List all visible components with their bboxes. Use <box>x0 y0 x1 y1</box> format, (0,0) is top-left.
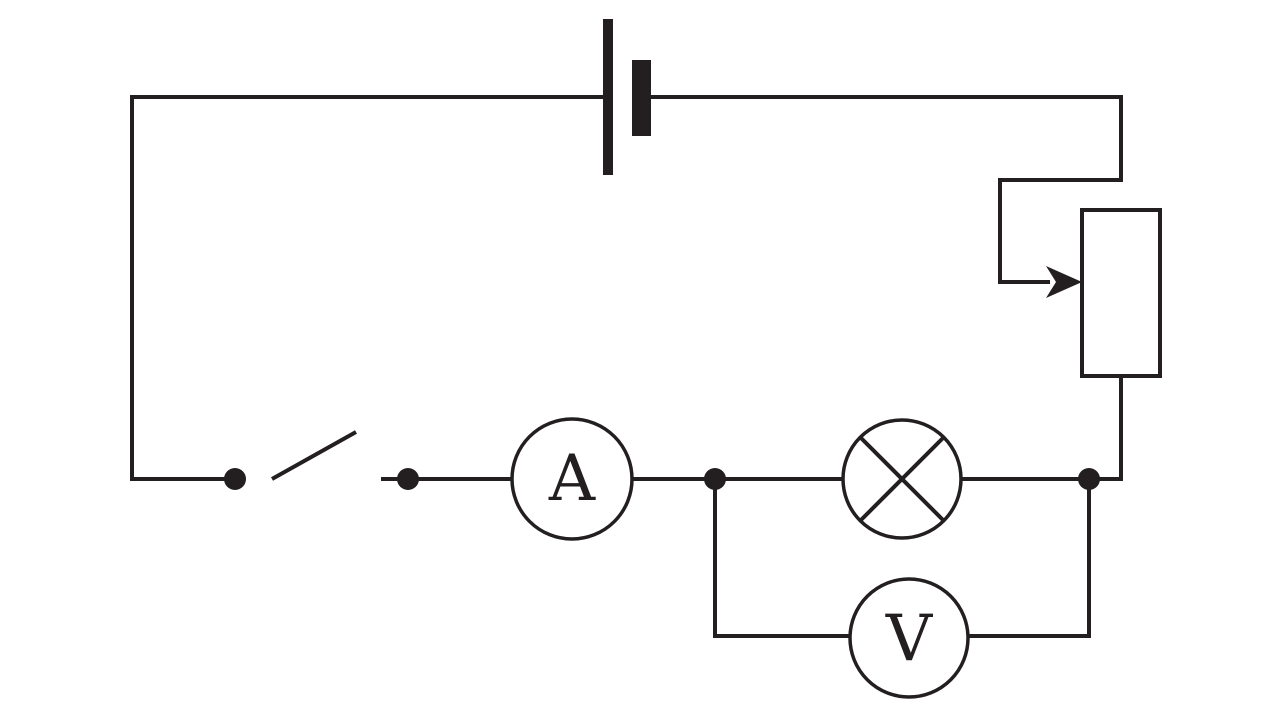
junction-right <box>1078 468 1100 490</box>
ammeter-label: A <box>548 442 596 516</box>
wire-voltmeter-right <box>968 479 1091 638</box>
voltmeter-symbol: V <box>848 577 970 699</box>
switch-symbol <box>271 430 357 481</box>
voltmeter-label: V <box>885 602 934 676</box>
wire-voltmeter-left <box>713 479 850 638</box>
wires <box>130 95 1123 638</box>
wire-top-left <box>130 95 606 481</box>
ammeter-ring <box>510 417 634 541</box>
lamp-cross-2 <box>859 436 945 522</box>
wire-top-right <box>642 95 1123 284</box>
battery-short-plate <box>632 60 651 136</box>
rheostat-slider-arrow <box>1046 266 1082 298</box>
rheostat-symbol <box>1046 208 1162 378</box>
rheostat-body <box>1080 208 1162 378</box>
junctions <box>224 468 1100 490</box>
battery-long-plate <box>603 19 613 175</box>
wire-rheostat-bottom <box>1089 376 1123 481</box>
junction-left <box>704 468 726 490</box>
voltmeter-ring <box>848 577 970 699</box>
lamp-symbol <box>841 418 963 540</box>
switch-lever <box>271 430 357 481</box>
battery-symbol <box>603 19 651 175</box>
switch-terminal-right <box>397 468 419 490</box>
switch-terminal-left <box>224 468 246 490</box>
ammeter-symbol: A <box>510 417 634 541</box>
